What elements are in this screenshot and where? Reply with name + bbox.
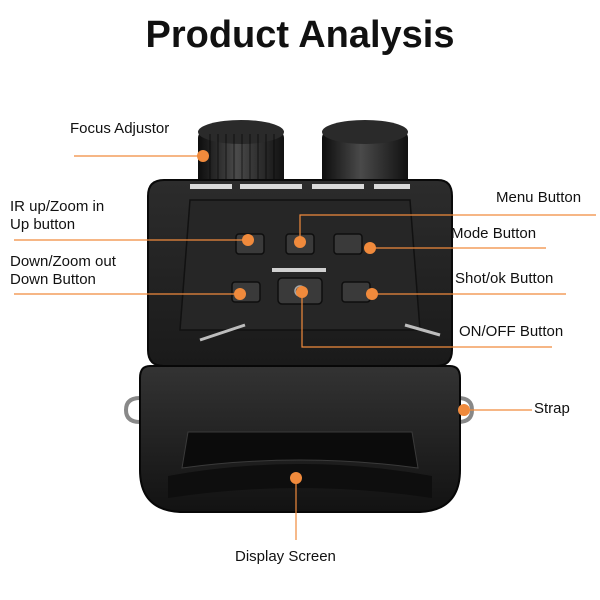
label-shot-ok-button: Shot/ok Button — [455, 270, 554, 287]
display-screen — [181, 431, 419, 469]
label-on-off-button: ON/OFF Button — [459, 323, 564, 340]
label-menu-button: Menu Button — [496, 189, 582, 206]
label-strap: Strap — [534, 400, 570, 417]
mode-button[interactable] — [333, 233, 363, 255]
label-focus-adjustor: Focus Adjustor — [70, 120, 170, 137]
label-down-line2: Down Button — [10, 271, 96, 288]
right-lens-barrel — [322, 120, 408, 188]
top-ridge — [190, 184, 410, 189]
label-ir-up-line1: IR up/Zoom in — [10, 198, 105, 215]
label-down-line1: Down/Zoom out — [10, 253, 116, 270]
shot-ok-button[interactable] — [341, 281, 371, 303]
left-lens-barrel — [198, 120, 284, 188]
callout-dots — [197, 150, 470, 484]
label-mode-button: Mode Button — [451, 225, 537, 242]
panel-highlight-left — [199, 323, 246, 342]
button-divider — [272, 268, 326, 272]
label-display-screen: Display Screen — [235, 548, 336, 565]
callout-lines — [14, 155, 596, 540]
panel-highlight-right — [404, 323, 441, 337]
label-ir-up-line2: Up button — [10, 216, 76, 233]
left-strap-loop — [123, 396, 141, 424]
page-title: Product Analysis — [145, 14, 455, 56]
